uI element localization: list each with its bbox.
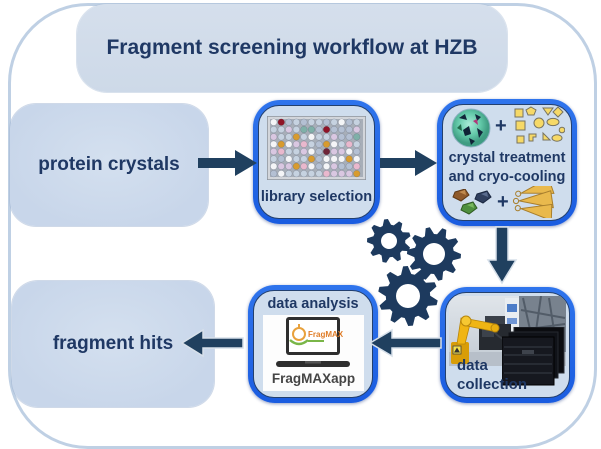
data-collection-label-line2: collection [457,376,528,393]
laptop-panel: FragMAX FragMAXapp [263,315,364,391]
data-analysis-body: data analysis FragMAX FragMAXapp [253,290,373,398]
fragmaxapp-caption: FragMAXapp [271,371,356,386]
plus-sign: + [495,115,507,137]
figure-title: Fragment screening workflow at HZB [106,36,478,59]
library-selection-body: library selection [258,105,375,219]
node-library-selection: library selection [253,100,380,224]
data-collection-body: data collection [445,292,570,398]
title-banner: Fragment screening workflow at HZB [77,4,507,92]
fragment-shapes-icon [514,106,565,144]
crystals-icon [452,189,492,215]
crystal-treatment-label-line1: crystal treatment [448,150,566,166]
arrow-left-icon [180,328,244,358]
protein-crystals-label: protein crystals [38,154,180,175]
node-data-analysis: data analysis FragMAX FragMAXapp [248,285,378,403]
well-plate-image [267,116,366,180]
laptop-fragmax-icon: FragMAX [276,317,350,367]
data-analysis-label: data analysis [267,296,359,312]
crystal-drop-icon [451,108,491,148]
node-protein-crystals: protein crystals [10,104,208,226]
laptop-logo-text: FragMAX [308,330,344,339]
crystal-treatment-body: + crystal treatment and [442,104,572,221]
arrow-left-icon [368,328,442,358]
library-selection-label: library selection [260,189,373,205]
plus-sign: + [497,191,509,213]
crystal-treatment-label-line2: and cryo-cooling [448,169,566,185]
node-data-collection: data collection [440,287,575,403]
arrow-down-icon [486,226,518,285]
arrow-right-icon [380,150,437,176]
gears-icon [367,219,461,326]
node-crystal-treatment: + crystal treatment and [437,99,577,226]
fragment-hits-label: fragment hits [52,333,174,354]
arrow-right-icon [198,150,257,176]
node-fragment-hits: fragment hits [12,281,214,407]
cryo-loops-icon [512,186,555,218]
data-collection-label-line1: data [457,357,488,374]
detector-stack-image [502,327,565,386]
